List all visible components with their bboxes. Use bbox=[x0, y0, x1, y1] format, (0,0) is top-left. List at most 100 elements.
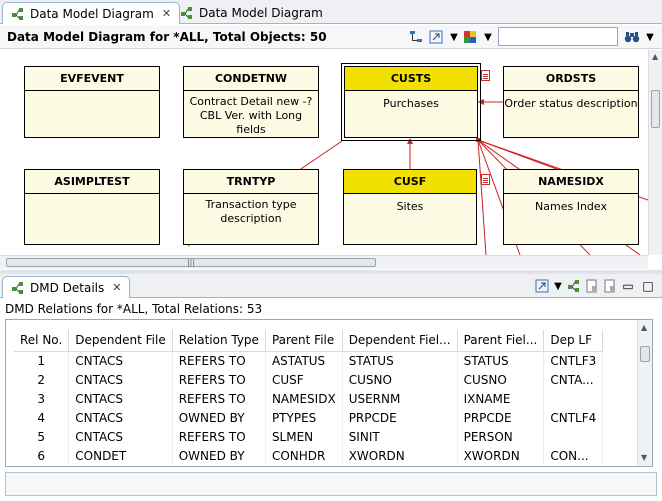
page-icon[interactable] bbox=[602, 278, 618, 294]
entity-custs[interactable]: CUSTS Purchases bbox=[341, 63, 481, 141]
document-icon[interactable] bbox=[481, 70, 490, 81]
export-icon[interactable] bbox=[534, 278, 550, 294]
column-header-rel-no[interactable]: Rel No. bbox=[14, 330, 70, 352]
entity-condetnw[interactable]: CONDETNW Contract Detail new -? CBL Ver.… bbox=[183, 66, 319, 138]
chevron-down-icon[interactable]: ▼ bbox=[554, 280, 562, 292]
panel-splitter[interactable] bbox=[0, 270, 662, 274]
scroll-down-icon[interactable]: ▼ bbox=[641, 453, 648, 462]
scroll-thumb[interactable]: ||| bbox=[6, 258, 376, 267]
tab-label: DMD Details bbox=[30, 280, 105, 295]
cell-relation-type: OWNED BY bbox=[172, 446, 266, 465]
entity-evfevent[interactable]: EVFEVENT bbox=[24, 66, 160, 138]
cell-parent-file: SLMEN bbox=[265, 427, 343, 446]
cell-parent-field: PERSON bbox=[457, 427, 545, 446]
entity-name: EVFEVENT bbox=[25, 67, 159, 91]
column-header-parent-file[interactable]: Parent File bbox=[265, 330, 343, 352]
layout-icon[interactable] bbox=[408, 29, 424, 45]
export-icon[interactable] bbox=[428, 29, 444, 45]
cell-relation-type: REFERS TO bbox=[172, 370, 266, 389]
tab-label: Data Model Diagram bbox=[199, 6, 323, 20]
relation-anchor bbox=[476, 138, 480, 142]
page-icon[interactable] bbox=[584, 278, 600, 294]
entity-asimpltest[interactable]: ASIMPLTEST bbox=[24, 169, 160, 245]
close-icon[interactable]: ✕ bbox=[112, 281, 122, 294]
cell-rel-no: 6 bbox=[14, 446, 70, 465]
close-icon[interactable]: ✕ bbox=[161, 7, 172, 20]
cell-dependent-field: PRPCDE bbox=[342, 408, 458, 427]
cell-parent-field: PRPCDE bbox=[457, 408, 545, 427]
maximize-icon[interactable]: □ bbox=[642, 279, 654, 293]
tab-data-model-diagram-2[interactable]: Data Model Diagram bbox=[172, 2, 331, 24]
cell-rel-no: 3 bbox=[14, 389, 70, 408]
entity-ordsts[interactable]: ORDSTS Order status description bbox=[503, 66, 639, 138]
cell-relation-type: REFERS TO bbox=[172, 427, 266, 446]
diagram-canvas[interactable]: EVFEVENT CONDETNW Contract Detail new -?… bbox=[0, 50, 648, 255]
table-row[interactable]: 6 CONDET OWNED BY CONHDR XWORDN XWORDN C… bbox=[14, 446, 604, 465]
search-input[interactable] bbox=[498, 27, 618, 46]
relation-arrow bbox=[407, 138, 413, 144]
cell-dep-lf: CNTLF4 bbox=[543, 408, 604, 427]
cell-dependent-file: CONDET bbox=[68, 446, 173, 465]
chevron-down-icon[interactable]: ▼ bbox=[450, 31, 458, 43]
binoculars-icon[interactable] bbox=[624, 29, 640, 45]
entity-cusf[interactable]: CUSF Sites bbox=[343, 169, 477, 245]
cell-dependent-file: CNTACS bbox=[68, 427, 173, 446]
table-row[interactable]: 4 CNTACS OWNED BY PTYPES PRPCDE PRPCDE C… bbox=[14, 408, 604, 427]
cell-parent-file: ASTATUS bbox=[265, 351, 343, 370]
entity-description-line2: CBL Ver. with Long fields bbox=[199, 109, 303, 136]
cell-dep-lf: CNTA... bbox=[543, 370, 604, 389]
cell-rel-no: 4 bbox=[14, 408, 70, 427]
entity-description: Order status description bbox=[504, 97, 638, 110]
column-header-dependent-file[interactable]: Dependent File bbox=[68, 330, 173, 352]
cell-dep-lf: CNTLF3 bbox=[543, 351, 604, 370]
column-header-dep-lf[interactable]: Dep LF bbox=[543, 330, 604, 352]
entity-name: TRNTYP bbox=[184, 170, 318, 194]
minimize-icon[interactable]: ▭ bbox=[622, 279, 634, 293]
diagram-icon bbox=[12, 7, 23, 20]
entity-name: ASIMPLTEST bbox=[25, 170, 159, 194]
scroll-up-icon[interactable]: ▲ bbox=[652, 52, 659, 61]
scroll-thumb[interactable] bbox=[651, 90, 660, 128]
diagram-title: Data Model Diagram for *ALL, Total Objec… bbox=[7, 30, 327, 44]
entity-namesidx[interactable]: NAMESIDX Names Index bbox=[503, 169, 639, 245]
column-header-parent-field[interactable]: Parent Fiel... bbox=[457, 330, 545, 352]
cell-parent-file: NAMESIDX bbox=[265, 389, 343, 408]
table-row[interactable]: 3 CNTACS REFERS TO NAMESIDX USERNM IXNAM… bbox=[14, 389, 604, 408]
tab-dmd-details[interactable]: DMD Details ✕ bbox=[2, 276, 131, 298]
cell-dep-lf bbox=[543, 389, 604, 408]
chevron-down-icon[interactable]: ▼ bbox=[646, 31, 654, 43]
entity-description: Purchases bbox=[383, 97, 439, 110]
document-icon[interactable] bbox=[481, 174, 490, 185]
tab-data-model-diagram-1[interactable]: Data Model Diagram ✕ bbox=[2, 2, 181, 24]
relations-table[interactable]: Rel No. Dependent File Relation Type Par… bbox=[5, 319, 653, 467]
cell-parent-field: XWORDN bbox=[457, 446, 545, 465]
table-row[interactable]: 5 CNTACS REFERS TO SLMEN SINIT PERSON bbox=[14, 427, 604, 446]
cell-parent-file: CONHDR bbox=[265, 446, 343, 465]
table-row[interactable]: 2 CNTACS REFERS TO CUSF CUSNO CUSNO CNTA… bbox=[14, 370, 604, 389]
cell-rel-no: 1 bbox=[14, 351, 70, 370]
color-palette-icon[interactable] bbox=[462, 29, 478, 45]
table-header-row: Rel No. Dependent File Relation Type Par… bbox=[14, 330, 604, 352]
relation-arrow bbox=[478, 99, 484, 105]
details-tab-bar: DMD Details ✕ ▼ ▭ □ bbox=[0, 274, 662, 298]
table-vertical-scrollbar[interactable]: ▲ ▼ bbox=[637, 320, 652, 466]
chevron-down-icon[interactable]: ▼ bbox=[484, 31, 492, 43]
column-header-dependent-field[interactable]: Dependent Fiel... bbox=[342, 330, 458, 352]
cell-dependent-field: USERNM bbox=[342, 389, 458, 408]
cell-dependent-field: STATUS bbox=[342, 351, 458, 370]
relation-line bbox=[477, 139, 487, 255]
cell-dep-lf: CON... bbox=[543, 446, 604, 465]
diagram-icon[interactable] bbox=[566, 278, 582, 294]
column-header-relation-type[interactable]: Relation Type bbox=[172, 330, 266, 352]
entity-trntyp[interactable]: TRNTYP Transaction type description bbox=[183, 169, 319, 245]
cell-dependent-file: CNTACS bbox=[68, 389, 173, 408]
scroll-thumb[interactable] bbox=[640, 346, 650, 362]
diagram-horizontal-scrollbar[interactable]: ||| bbox=[0, 255, 648, 269]
cell-dependent-field: XWORDN bbox=[342, 446, 458, 465]
table-row[interactable]: 1 CNTACS REFERS TO ASTATUS STATUS STATUS… bbox=[14, 351, 604, 370]
cell-rel-no: 2 bbox=[14, 370, 70, 389]
cell-dependent-file: CNTACS bbox=[68, 370, 173, 389]
cell-parent-field: IXNAME bbox=[457, 389, 545, 408]
scroll-up-icon[interactable]: ▲ bbox=[641, 323, 648, 332]
diagram-vertical-scrollbar[interactable]: ▲ bbox=[648, 50, 662, 255]
